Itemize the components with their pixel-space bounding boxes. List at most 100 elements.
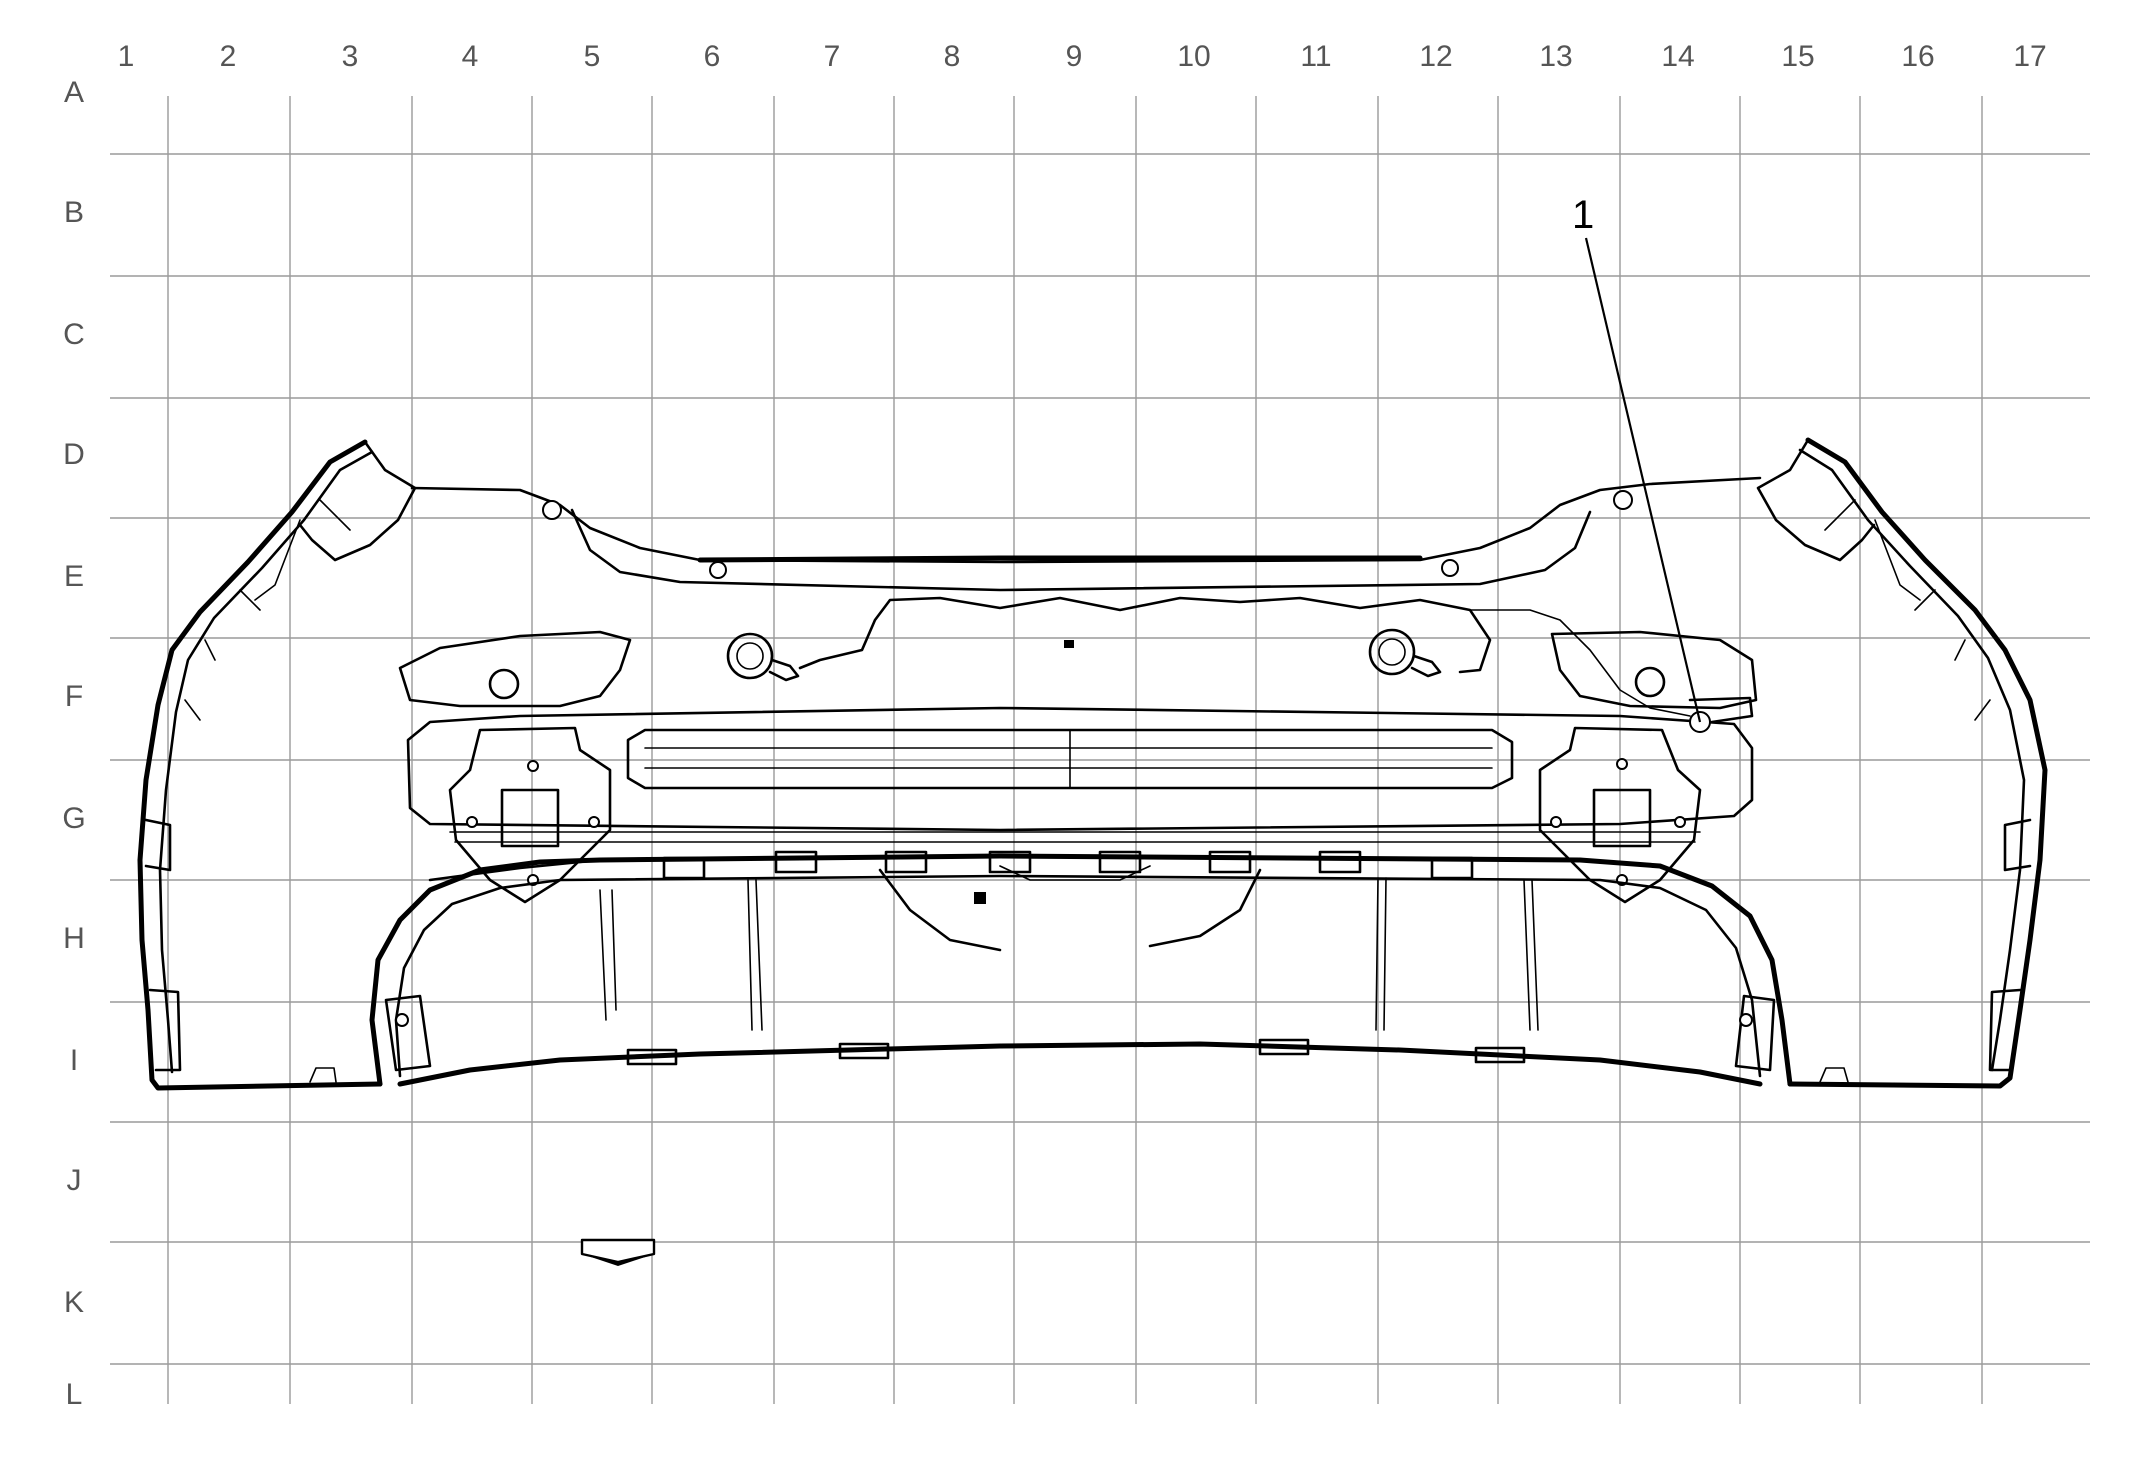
column-label: 4 (462, 40, 479, 73)
column-label: 13 (1539, 40, 1572, 73)
left-mount-bolt-right (588, 816, 600, 828)
valance-clip-1 (626, 1048, 678, 1066)
right-bottom-tab (1819, 1067, 1849, 1083)
upper-trim-panel-lower (697, 555, 1423, 563)
callout-1-label: 1 (1572, 193, 1594, 237)
right-sensor-inner (1378, 638, 1406, 666)
left-reflector-housing (398, 630, 632, 708)
row-label: H (63, 922, 85, 955)
impact-beam-channel (626, 728, 1514, 790)
callout-1-leader (1584, 237, 1702, 723)
column-label: 3 (342, 40, 359, 73)
beam-clip-8 (1430, 856, 1474, 880)
column-label: 2 (220, 40, 237, 73)
row-label: L (66, 1378, 83, 1411)
lower-valance-edge (397, 1041, 1763, 1087)
lower-fascia-inner (394, 874, 1762, 1078)
column-label: 12 (1419, 40, 1452, 73)
row-label: I (70, 1044, 78, 1077)
left-mount-bolt-left (466, 816, 478, 828)
column-label: 9 (1066, 40, 1083, 73)
row-label: J (67, 1164, 82, 1197)
left-wing-detail (184, 499, 351, 721)
row-label: B (64, 196, 84, 229)
right-fascia-inner (1798, 448, 2026, 1072)
right-reflector-mount (1634, 666, 1666, 698)
lower-valance-top (428, 858, 602, 882)
center-marker-lower (974, 892, 986, 904)
center-marker-upper (1064, 640, 1074, 648)
beam-clip-4 (988, 850, 1032, 874)
row-label: G (62, 802, 85, 835)
upper-center-right-clip (1441, 559, 1459, 577)
column-label: 6 (704, 40, 721, 73)
upper-left-fastener (542, 500, 562, 520)
impact-beam (406, 706, 1754, 832)
left-fascia-wing (137, 439, 383, 1091)
left-lower-corner-bracket (384, 994, 432, 1072)
callout-component-body (1688, 696, 1754, 724)
column-label: 10 (1177, 40, 1210, 73)
right-mount-bolt-left (1550, 816, 1562, 828)
left-sensor (726, 632, 774, 680)
valance-clip-4 (1474, 1046, 1526, 1064)
upper-right-fastener (1613, 490, 1633, 510)
column-label: 16 (1901, 40, 1934, 73)
valance-clip-3 (1258, 1038, 1310, 1056)
left-bottom-tab (309, 1067, 337, 1083)
column-label: 14 (1661, 40, 1694, 73)
right-mount-bolt-top (1616, 758, 1628, 770)
valance-clip-2 (838, 1042, 890, 1060)
left-side-flange (144, 818, 182, 1072)
row-labels: A B C D E F G H I J K L (62, 76, 85, 1411)
lower-harness-bridge (999, 865, 1151, 881)
column-label: 17 (2013, 40, 2046, 73)
row-label: C (63, 318, 85, 351)
row-label: D (63, 438, 85, 471)
lower-drain-lines (599, 877, 1539, 1031)
lower-harness-right (1148, 868, 1262, 948)
column-label: 8 (944, 40, 961, 73)
column-label: 15 (1781, 40, 1814, 73)
row-label: E (64, 560, 84, 593)
beam-lower-ribs (449, 831, 1701, 843)
wiring-harness (798, 596, 1492, 674)
left-sensor-connector (768, 658, 800, 682)
beam-clip-3 (884, 850, 928, 874)
left-mount-bolt-top (527, 760, 539, 772)
right-mount-bolt-right (1674, 816, 1686, 828)
left-fascia-inner (158, 450, 374, 1074)
row-label: A (64, 76, 84, 109)
row-label: K (64, 1286, 84, 1319)
right-sensor-connector (1410, 654, 1442, 678)
left-lower-corner-bolt (395, 1013, 409, 1027)
lower-harness-left (878, 868, 1002, 952)
right-lower-corner-bracket (1734, 994, 1776, 1072)
beam-clip-5 (1098, 850, 1142, 874)
left-sensor-inner (736, 642, 764, 670)
upper-trim-panel-edge (570, 508, 1592, 592)
right-wing-bracket (1756, 438, 1876, 562)
lower-fascia-outline (369, 853, 1793, 1087)
reference-grid (110, 96, 2090, 1404)
upper-center-left-clip (709, 561, 727, 579)
column-label: 11 (1300, 40, 1331, 73)
right-side-flange (1988, 818, 2032, 1072)
wiring-harness-branch (1469, 609, 1691, 717)
right-fascia-wing (1787, 437, 2048, 1089)
beam-clip-1 (662, 856, 706, 880)
right-sensor (1368, 628, 1416, 676)
right-lower-corner-bolt (1739, 1013, 1753, 1027)
beam-clip-7 (1318, 850, 1362, 874)
beam-clip-6 (1208, 850, 1252, 874)
upper-trim-panel (410, 476, 1762, 564)
view-direction-arrow-icon (580, 1238, 656, 1266)
left-wing-bracket (298, 440, 417, 562)
column-label: 7 (824, 40, 841, 73)
column-label: 1 (118, 40, 135, 73)
right-mount-window (1592, 788, 1652, 848)
right-wing-detail (1824, 499, 1991, 721)
row-label: F (65, 680, 83, 713)
